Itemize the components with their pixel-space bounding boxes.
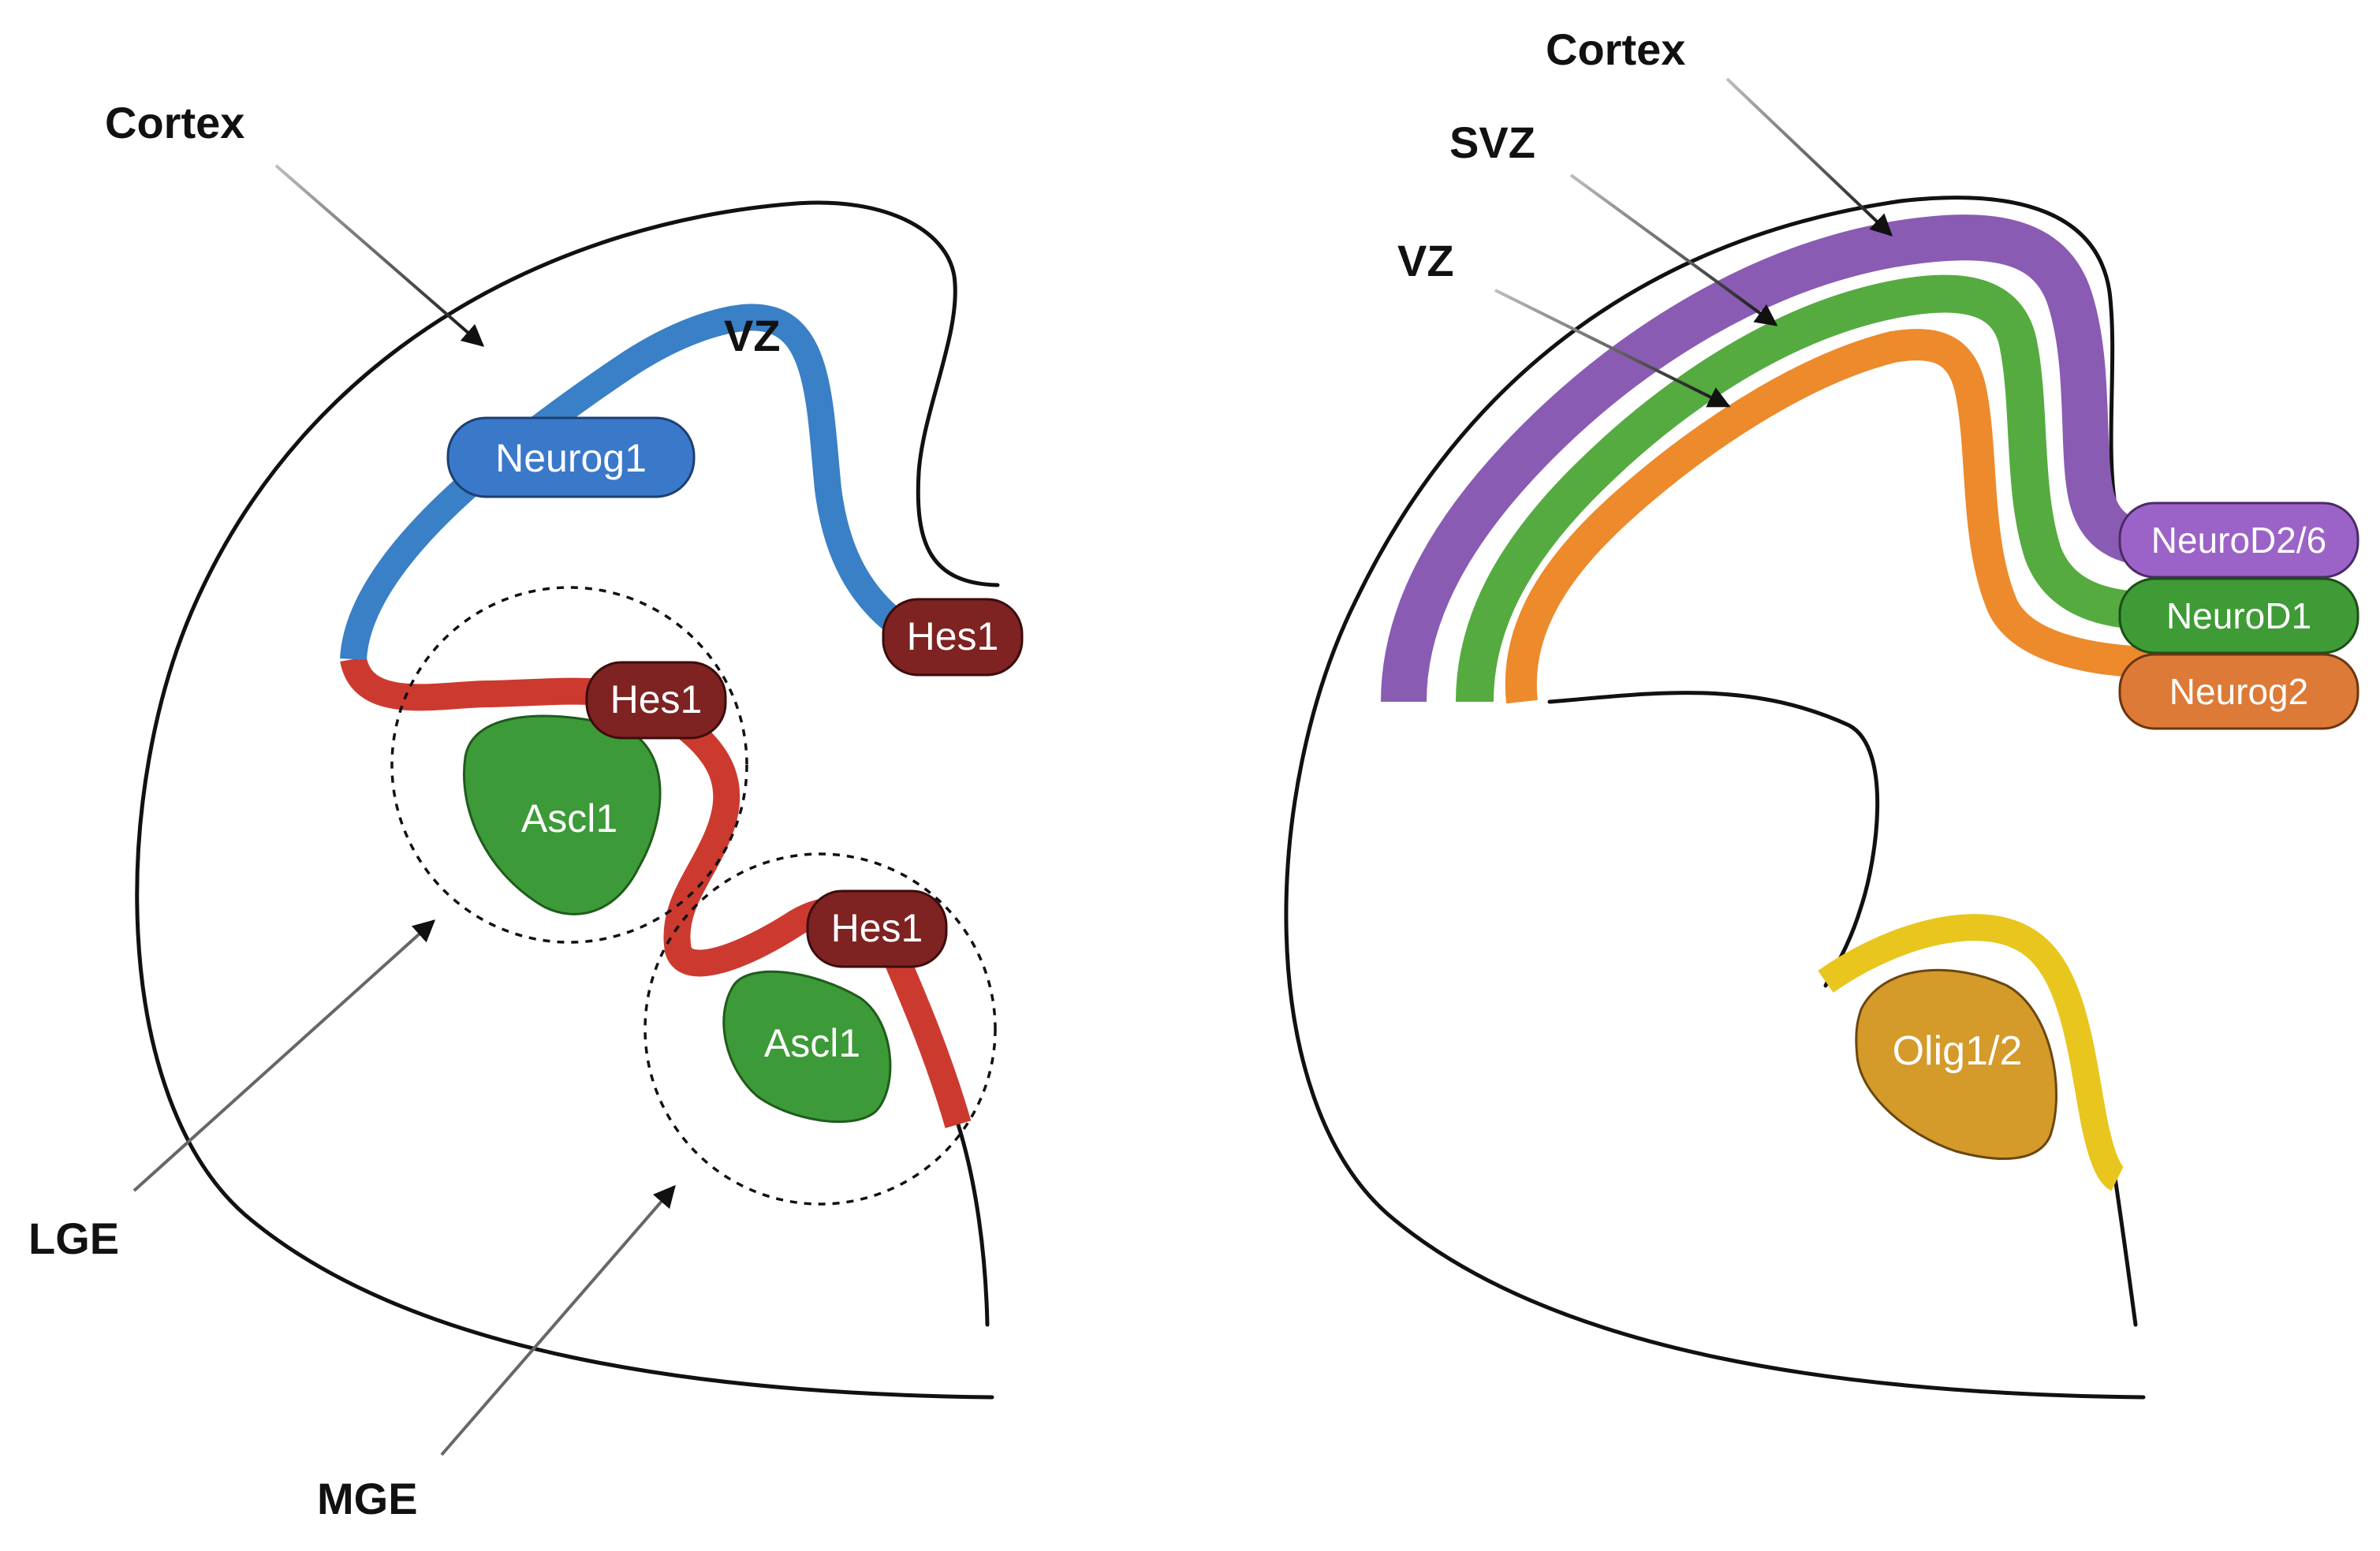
mge-label: MGE	[317, 1474, 418, 1523]
left-vz-band	[340, 304, 915, 661]
hes1-pill-lge: Hes1	[585, 661, 727, 740]
ascl1-lge-label: Ascl1	[521, 796, 617, 841]
vz-band	[1505, 329, 2162, 704]
ascl1-lge-blob	[463, 714, 662, 915]
hes1-pill-mge: Hes1	[806, 889, 948, 968]
left-panel: Ascl1 Ascl1 Neurog1 Hes1 Hes1 Hes1 Corte…	[28, 98, 1024, 1523]
neurog2-pill: Neurog2	[2118, 653, 2359, 730]
left-cortex-label: Cortex	[105, 98, 244, 147]
svg-text:NeuroD2/6: NeuroD2/6	[2151, 520, 2326, 561]
svg-text:Neurog2: Neurog2	[2169, 671, 2308, 712]
svg-text:Hes1: Hes1	[907, 614, 999, 658]
right-mge-outline	[2111, 1165, 2138, 1327]
svz-arrow	[1569, 173, 1778, 326]
svz-label: SVZ	[1449, 117, 1535, 167]
left-mge-outline	[956, 1122, 990, 1327]
ascl1-mge-blob	[722, 970, 892, 1124]
right-vz-label: VZ	[1397, 236, 1454, 285]
neurod1-pill: NeuroD1	[2118, 577, 2359, 654]
svg-text:Neurog1: Neurog1	[495, 436, 647, 480]
left-cortex-arrow	[274, 164, 485, 347]
olig12-blob	[1855, 968, 2058, 1161]
lge-label: LGE	[28, 1214, 119, 1263]
cortex-band	[1381, 214, 2162, 703]
left-vz-label: VZ	[724, 311, 781, 360]
right-cortex-arrow	[1725, 77, 1893, 237]
svg-text:NeuroD1: NeuroD1	[2166, 595, 2311, 636]
right-inner-outline	[1547, 691, 1880, 988]
neurog1-pill: Neurog1	[446, 416, 696, 498]
mge-dashed-circle	[643, 852, 997, 1206]
lge-dashed-circle	[390, 586, 748, 944]
olig12-label: Olig1/2	[1893, 1028, 2023, 1074]
left-brain-outline	[135, 200, 1000, 1400]
right-panel: Olig1/2 NeuroD2/6 NeuroD1 Neurog2 Cortex…	[1284, 24, 2359, 1400]
right-brain-outline	[1284, 196, 2146, 1400]
right-vz-arrow	[1494, 289, 1731, 408]
svg-text:Hes1: Hes1	[831, 906, 923, 950]
hes1-pill-top: Hes1	[882, 598, 1024, 677]
svz-band	[1456, 274, 2162, 703]
olig-band	[1818, 914, 2125, 1191]
right-cortex-label: Cortex	[1546, 24, 1685, 74]
svg-text:Hes1: Hes1	[610, 677, 703, 721]
ascl1-mge-label: Ascl1	[764, 1021, 860, 1065]
neurod26-pill: NeuroD2/6	[2118, 501, 2359, 579]
mge-arrow	[440, 1184, 676, 1456]
lge-arrow	[132, 919, 436, 1192]
